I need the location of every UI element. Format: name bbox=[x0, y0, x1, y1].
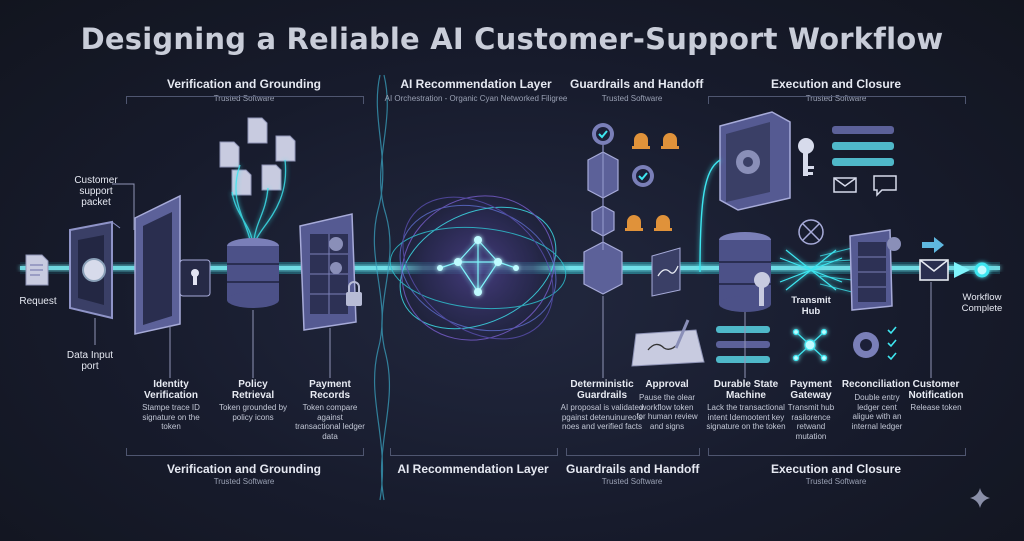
step-customer-notification-desc: Release token bbox=[910, 403, 962, 412]
step-payment-records-title: Payment Records bbox=[309, 379, 351, 401]
section-sub-verification-bottom: Trusted Software bbox=[213, 477, 275, 486]
section-sub-execution-bottom: Trusted Software bbox=[805, 477, 867, 486]
bracket-execution-bottom bbox=[708, 448, 966, 456]
identity-verification-gate-icon bbox=[134, 194, 211, 335]
step-approval-title: Approval bbox=[645, 379, 689, 390]
step-reconciliation-desc: Double entry ledger cent aligue with an … bbox=[851, 393, 903, 431]
policy-wires bbox=[231, 159, 287, 241]
sparkle-icon bbox=[970, 488, 990, 508]
bracket-ai-bottom bbox=[390, 448, 558, 456]
ai-network-orb bbox=[386, 176, 570, 360]
section-title-verification-top: Verification and Grounding bbox=[166, 77, 321, 91]
step-payment-gateway-title: Payment Gateway bbox=[790, 379, 832, 401]
section-sub-guardrails-bottom: Trusted Software bbox=[601, 477, 663, 486]
step-payment-gateway-desc: Transmit hub rasilorence retwand mutatio… bbox=[787, 403, 835, 441]
reconciliation-ledger-icon bbox=[849, 229, 901, 311]
step-reconciliation-title: Reconciliation bbox=[841, 379, 911, 390]
step-deterministic-guardrails-title: Deterministic Guardrails bbox=[570, 379, 634, 401]
transmit-hub-icon bbox=[779, 219, 843, 291]
section-title-execution-top: Execution and Closure bbox=[770, 77, 902, 91]
approval-signature-icon bbox=[631, 247, 705, 367]
section-title-guardrails-bottom: Guardrails and Handoff bbox=[566, 462, 700, 476]
section-sub-guardrails-top: Trusted Software bbox=[601, 94, 663, 103]
key-icon bbox=[798, 138, 814, 176]
page-title: Designing a Reliable AI Customer-Support… bbox=[80, 22, 944, 56]
section-title-verification-bottom: Verification and Grounding bbox=[166, 462, 321, 476]
transmit-hub-label: Transmit Hub bbox=[791, 295, 831, 317]
step-identity-verification-title: Identity Verification bbox=[144, 379, 198, 401]
check-gear-icon bbox=[592, 123, 654, 187]
section-sub-ai-top: AI Orchestration - Organic Cyan Networke… bbox=[384, 94, 568, 103]
status-bars bbox=[832, 126, 894, 166]
section-sub-execution-top: Trusted Software bbox=[805, 94, 867, 103]
step-identity-verification-desc: Stampe trace ID signature on the token bbox=[142, 403, 200, 431]
bracket-verification-bottom bbox=[126, 448, 364, 456]
workflow-complete-node bbox=[954, 262, 990, 278]
bracket-guardrails-bottom bbox=[566, 448, 700, 456]
step-customer-notification-title: Customer Notification bbox=[908, 379, 964, 401]
warning-alarm-icons bbox=[625, 133, 679, 231]
workflow-complete-label: Workflow Complete bbox=[961, 292, 1003, 314]
send-arrow-icon bbox=[922, 237, 944, 253]
section-title-guardrails-top: Guardrails and Handoff bbox=[570, 77, 704, 91]
reconciliation-gear-icon bbox=[853, 326, 897, 361]
data-input-port-label: Data Input port bbox=[66, 350, 114, 372]
section-title-ai-bottom: AI Recommendation Layer bbox=[397, 462, 549, 476]
gateway-wires bbox=[819, 247, 853, 293]
step-payment-records-desc: Token compare against transactional ledg… bbox=[295, 403, 365, 441]
vault-safe-icon bbox=[719, 111, 791, 211]
step-durable-state-machine-title: Durable State Machine bbox=[713, 379, 779, 401]
section-sub-verification-top: Trusted Software bbox=[213, 94, 275, 103]
message-icons bbox=[833, 175, 897, 197]
payment-records-ledger-icon bbox=[299, 213, 362, 331]
section-title-execution-bottom: Execution and Closure bbox=[770, 462, 902, 476]
step-approval-desc: Pause the olear workflow token for human… bbox=[636, 393, 698, 431]
progress-bars bbox=[716, 326, 770, 363]
request-label: Request bbox=[19, 296, 57, 307]
step-policy-retrieval-desc: Token grounded by policy icons bbox=[218, 403, 288, 422]
wavy-divider bbox=[373, 74, 391, 501]
step-deterministic-guardrails-desc: AI proposal is validated pgainst detenui… bbox=[560, 403, 644, 431]
durable-state-database-icon bbox=[719, 232, 771, 312]
policy-document-icons bbox=[219, 117, 296, 196]
policy-database-icon bbox=[227, 238, 279, 308]
envelope-icon bbox=[919, 259, 949, 281]
step-policy-retrieval-title: Policy Retrieval bbox=[231, 379, 275, 401]
leader-lines bbox=[94, 183, 932, 378]
section-title-ai-top: AI Recommendation Layer bbox=[400, 77, 552, 91]
network-node-icon bbox=[792, 328, 828, 362]
vault-link-wire bbox=[699, 159, 721, 273]
request-document-icon bbox=[25, 254, 49, 286]
step-durable-state-machine-desc: Lack the transactional intent Idemootent… bbox=[706, 403, 786, 431]
customer-support-packet-label: Customer support packet bbox=[74, 175, 118, 208]
bracket-verification-top bbox=[126, 96, 364, 104]
data-input-port-icon bbox=[69, 220, 121, 320]
bracket-execution-top bbox=[708, 96, 966, 104]
